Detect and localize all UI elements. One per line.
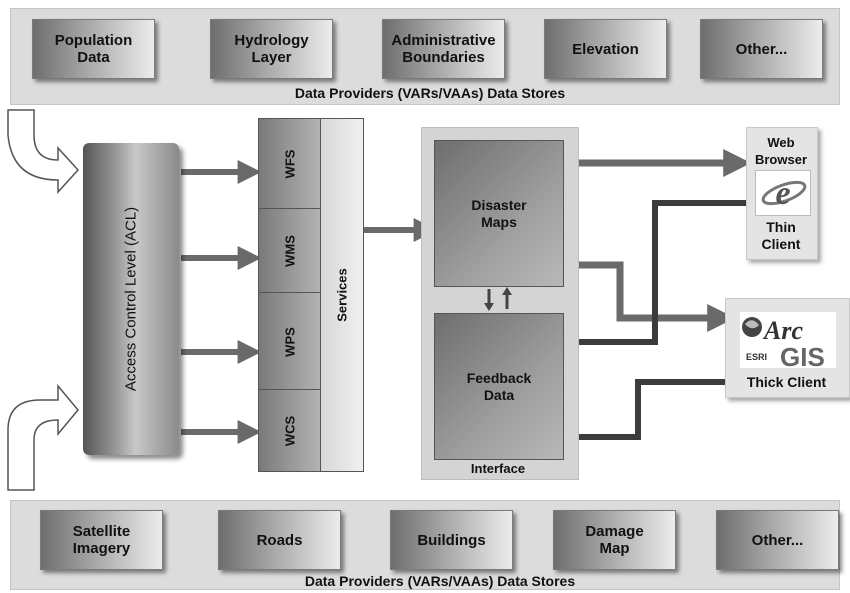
arcgis-logo: Arc ESRI GIS [740, 312, 836, 372]
service-wfs: WFS [258, 118, 322, 210]
store-population-data: Population Data [32, 19, 155, 79]
svg-text:e: e [775, 175, 790, 212]
curved-arrow-bottom [7, 383, 79, 491]
services-column: Services [320, 118, 364, 472]
arcgis-logo-gis: GIS [780, 342, 825, 368]
access-control-level: Access Control Level (ACL) [83, 143, 179, 455]
store-roads: Roads [218, 510, 341, 570]
store-damage-map: Damage Map [553, 510, 676, 570]
service-wms: WMS [258, 208, 322, 294]
top-band-title: Data Providers (VARs/VAAs) Data Stores [294, 85, 566, 101]
feedback-data-box: Feedback Data [434, 313, 564, 460]
disaster-maps-box: Disaster Maps [434, 140, 564, 287]
store-other-bottom: Other... [716, 510, 839, 570]
store-administrative-boundaries: Administrative Boundaries [382, 19, 505, 79]
curved-arrow-top [7, 109, 80, 194]
arcgis-logo-esri: ESRI [746, 352, 767, 362]
bottom-band-title: Data Providers (VARs/VAAs) Data Stores [304, 573, 576, 589]
internet-explorer-icon: e [755, 170, 811, 216]
store-elevation: Elevation [544, 19, 667, 79]
thick-client-label: Thick Client [746, 374, 827, 390]
store-hydrology-layer: Hydrology Layer [210, 19, 333, 79]
thin-client-label: Thin Client [761, 219, 801, 252]
arcgis-logo-arc: Arc [762, 316, 803, 345]
web-browser-label: Web Browser [754, 135, 808, 167]
interface-label: Interface [470, 461, 526, 476]
store-other-top: Other... [700, 19, 823, 79]
store-buildings: Buildings [390, 510, 513, 570]
store-satellite-imagery: Satellite Imagery [40, 510, 163, 570]
